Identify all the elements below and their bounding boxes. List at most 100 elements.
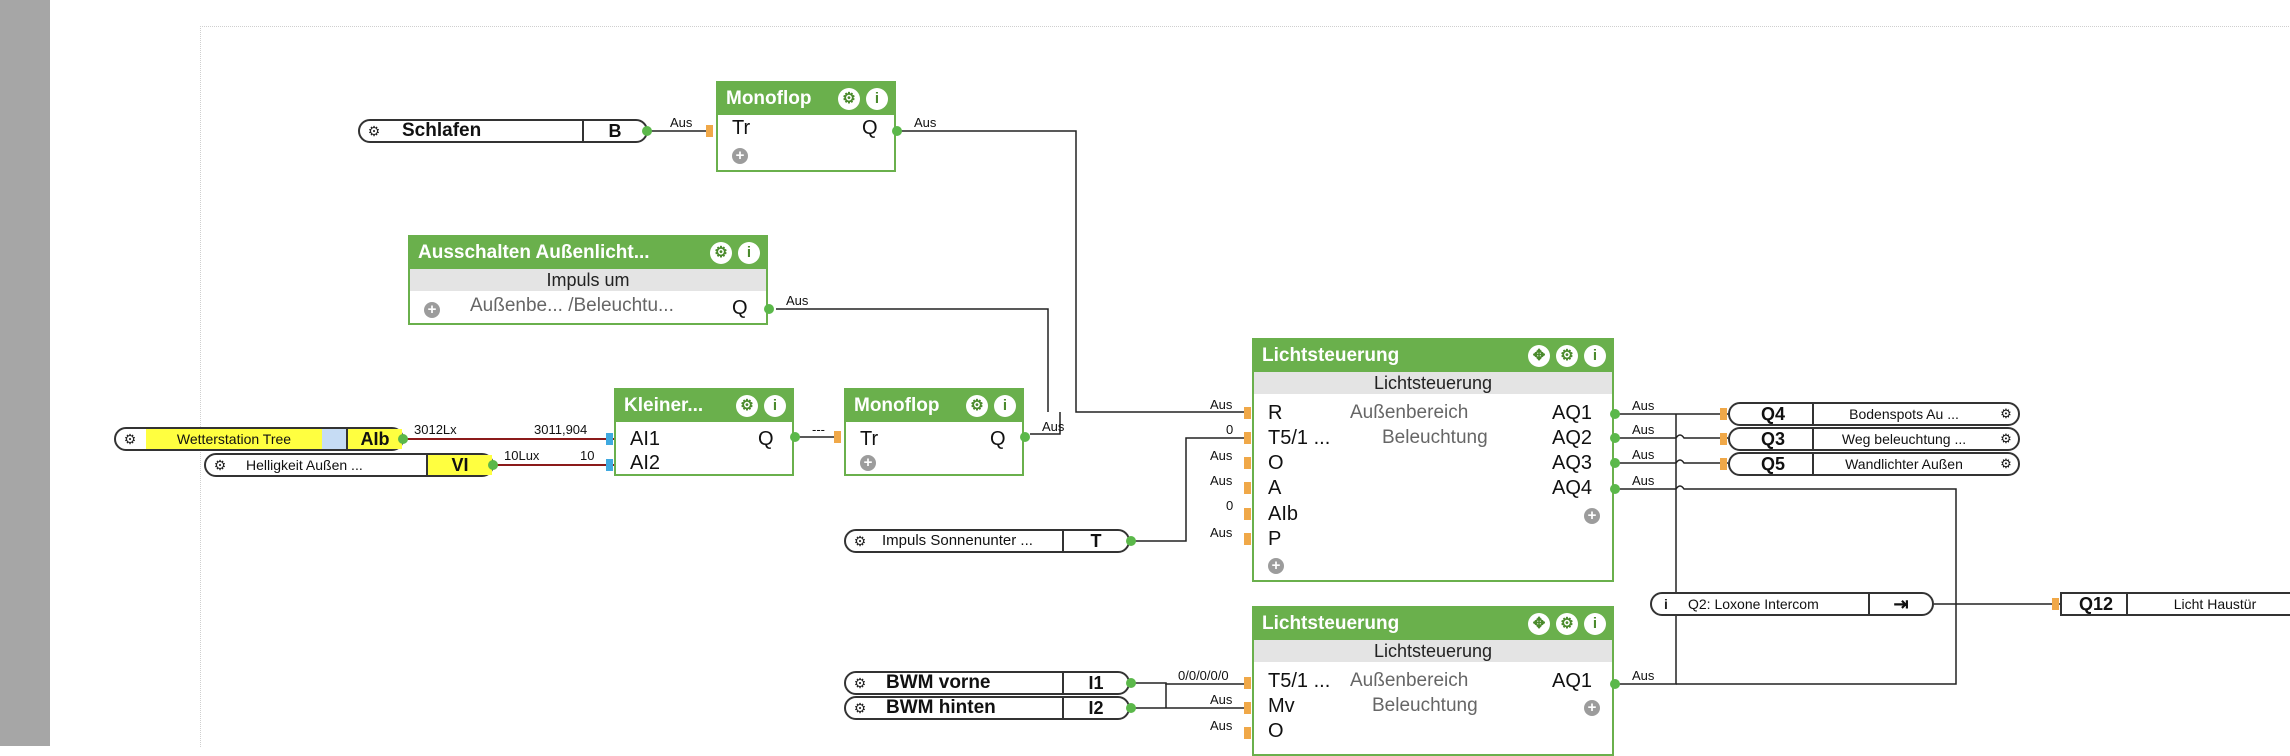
ref-bwm-hinten[interactable]: ⚙ BWM hinten I2 [844, 696, 1130, 720]
info-icon[interactable]: i [738, 242, 760, 264]
output-pin[interactable] [1610, 409, 1620, 419]
input-pin[interactable] [1720, 433, 1727, 445]
gear-icon[interactable]: ⚙ [367, 123, 381, 139]
output-pin[interactable] [892, 126, 902, 136]
move-icon[interactable]: ✥ [1528, 345, 1550, 367]
block-lichtsteuerung-1[interactable]: Lichtsteuerung ✥ ⚙ i Lichtsteuerung Auße… [1252, 338, 1614, 582]
plus-icon[interactable]: + [1584, 700, 1600, 716]
gear-icon[interactable]: ⚙ [838, 88, 860, 110]
ref-wetterstation[interactable]: ⚙ Wetterstation Tree AIb [114, 427, 404, 451]
output-pin[interactable] [1610, 458, 1620, 468]
block-monoflop-2[interactable]: Monoflop ⚙ i Tr Q + [844, 388, 1024, 476]
block-ausschalten[interactable]: Ausschalten Außenlicht... ⚙ i Impuls um … [408, 235, 768, 325]
input-tr: Tr [732, 117, 751, 139]
plus-icon[interactable]: + [732, 148, 748, 164]
gear-icon[interactable]: ⚙ [853, 533, 867, 549]
ref-q4[interactable]: Q4 Bodenspots Au ... ⚙ [1728, 402, 2020, 426]
output-pin[interactable] [1610, 433, 1620, 443]
gear-icon[interactable]: ⚙ [2000, 406, 2012, 421]
input-pin[interactable] [1244, 702, 1251, 714]
gear-icon[interactable]: ⚙ [710, 242, 732, 264]
input-pin[interactable] [834, 431, 841, 443]
info-icon[interactable]: i [764, 395, 786, 417]
input-pin[interactable] [1720, 458, 1727, 470]
gear-icon[interactable]: ⚙ [853, 700, 867, 716]
ref-intercom[interactable]: i Q2: Loxone Intercom ⇥ [1650, 592, 1934, 616]
plus-icon[interactable]: + [424, 302, 440, 318]
info-icon[interactable]: i [994, 395, 1016, 417]
output-pin[interactable] [1610, 679, 1620, 689]
input-pin[interactable] [706, 125, 713, 137]
output-pin[interactable] [1126, 536, 1136, 546]
wire-label: 0 [1226, 422, 1233, 437]
info-icon[interactable]: i [1584, 345, 1606, 367]
block-title-bar[interactable]: Lichtsteuerung ✥ ⚙ i [1254, 340, 1612, 372]
ref-q12[interactable]: Q12 Licht Haustür [2060, 592, 2290, 616]
wire-label: Aus [1632, 668, 1655, 683]
gear-icon[interactable]: ⚙ [1556, 345, 1578, 367]
info-icon[interactable]: i [866, 88, 888, 110]
output-pin[interactable] [790, 432, 800, 442]
ref-label: Licht Haustür [2173, 596, 2257, 612]
gear-icon[interactable]: ⚙ [1556, 613, 1578, 635]
plus-icon[interactable]: + [860, 455, 876, 471]
block-title-bar[interactable]: Ausschalten Außenlicht... ⚙ i [410, 237, 766, 269]
plus-icon[interactable]: + [1584, 508, 1600, 524]
output-pin[interactable] [642, 126, 652, 136]
block-kleiner[interactable]: Kleiner... ⚙ i AI1 AI2 Q [614, 388, 794, 476]
gear-icon[interactable]: ⚙ [853, 675, 867, 691]
ref-code: T [1062, 531, 1128, 551]
analog-input-pin[interactable] [606, 433, 613, 445]
analog-input-pin[interactable] [606, 459, 613, 471]
gear-icon[interactable]: ⚙ [2000, 456, 2012, 471]
ref-schlafen[interactable]: ⚙ Schlafen B [358, 119, 648, 143]
output-pin[interactable] [1126, 678, 1136, 688]
ref-bwm-vorne[interactable]: ⚙ BWM vorne I1 [844, 671, 1130, 695]
info-icon[interactable]: i [1584, 613, 1606, 635]
input-pin[interactable] [1244, 508, 1251, 520]
ref-q5[interactable]: Q5 Wandlichter Außen ⚙ [1728, 452, 2020, 476]
output-pin[interactable] [1126, 703, 1136, 713]
input-pin[interactable] [1244, 457, 1251, 469]
ref-code: I1 [1062, 673, 1128, 693]
input-aib: AIb [1268, 503, 1299, 525]
block-title-bar[interactable]: Monoflop ⚙ i [718, 83, 894, 115]
output-pin[interactable] [398, 434, 408, 444]
block-lichtsteuerung-2[interactable]: Lichtsteuerung ✥ ⚙ i Lichtsteuerung Auße… [1252, 606, 1614, 756]
exit-icon[interactable]: ⇥ [1868, 594, 1932, 614]
ref-helligkeit[interactable]: ⚙ Helligkeit Außen ... VI [204, 453, 494, 477]
gear-icon[interactable]: ⚙ [966, 395, 988, 417]
plus-icon[interactable]: + [1268, 558, 1284, 574]
input-pin[interactable] [1720, 408, 1727, 420]
ref-label: Impuls Sonnenunter ... [882, 532, 1033, 549]
block-title-bar[interactable]: Monoflop ⚙ i [846, 390, 1022, 422]
block-title-bar[interactable]: Lichtsteuerung ✥ ⚙ i [1254, 608, 1612, 640]
ref-impuls[interactable]: ⚙ Impuls Sonnenunter ... T [844, 529, 1130, 553]
wire-aq4 [1618, 485, 1957, 685]
block-title: Kleiner... [624, 395, 704, 416]
input-pin[interactable] [1244, 677, 1251, 689]
input-pin[interactable] [1244, 482, 1251, 494]
output-pin[interactable] [1610, 484, 1620, 494]
output-pin[interactable] [488, 460, 498, 470]
block-title-bar[interactable]: Kleiner... ⚙ i [616, 390, 792, 422]
wire-label: Aus [1632, 398, 1655, 413]
input-pin[interactable] [1244, 407, 1251, 419]
output-pin[interactable] [764, 304, 774, 314]
block-parameter: Außenbe... /Beleuchtu... [470, 295, 674, 316]
input-ai1: AI1 [630, 428, 661, 450]
gear-icon[interactable]: ⚙ [123, 431, 137, 447]
input-pin[interactable] [2052, 598, 2059, 610]
gear-icon[interactable]: ⚙ [736, 395, 758, 417]
ref-q3[interactable]: Q3 Weg beleuchtung ... ⚙ [1728, 427, 2020, 451]
block-monoflop-1[interactable]: Monoflop ⚙ i Tr Q + [716, 81, 896, 172]
input-pin[interactable] [1244, 432, 1251, 444]
gear-icon[interactable]: ⚙ [2000, 431, 2012, 446]
info-icon[interactable]: i [1664, 596, 1668, 612]
input-pin[interactable] [1244, 727, 1251, 739]
output-pin[interactable] [1020, 432, 1030, 442]
input-pin[interactable] [1244, 533, 1251, 545]
move-icon[interactable]: ✥ [1528, 613, 1550, 635]
output-q: Q [862, 117, 878, 139]
gear-icon[interactable]: ⚙ [213, 457, 227, 473]
